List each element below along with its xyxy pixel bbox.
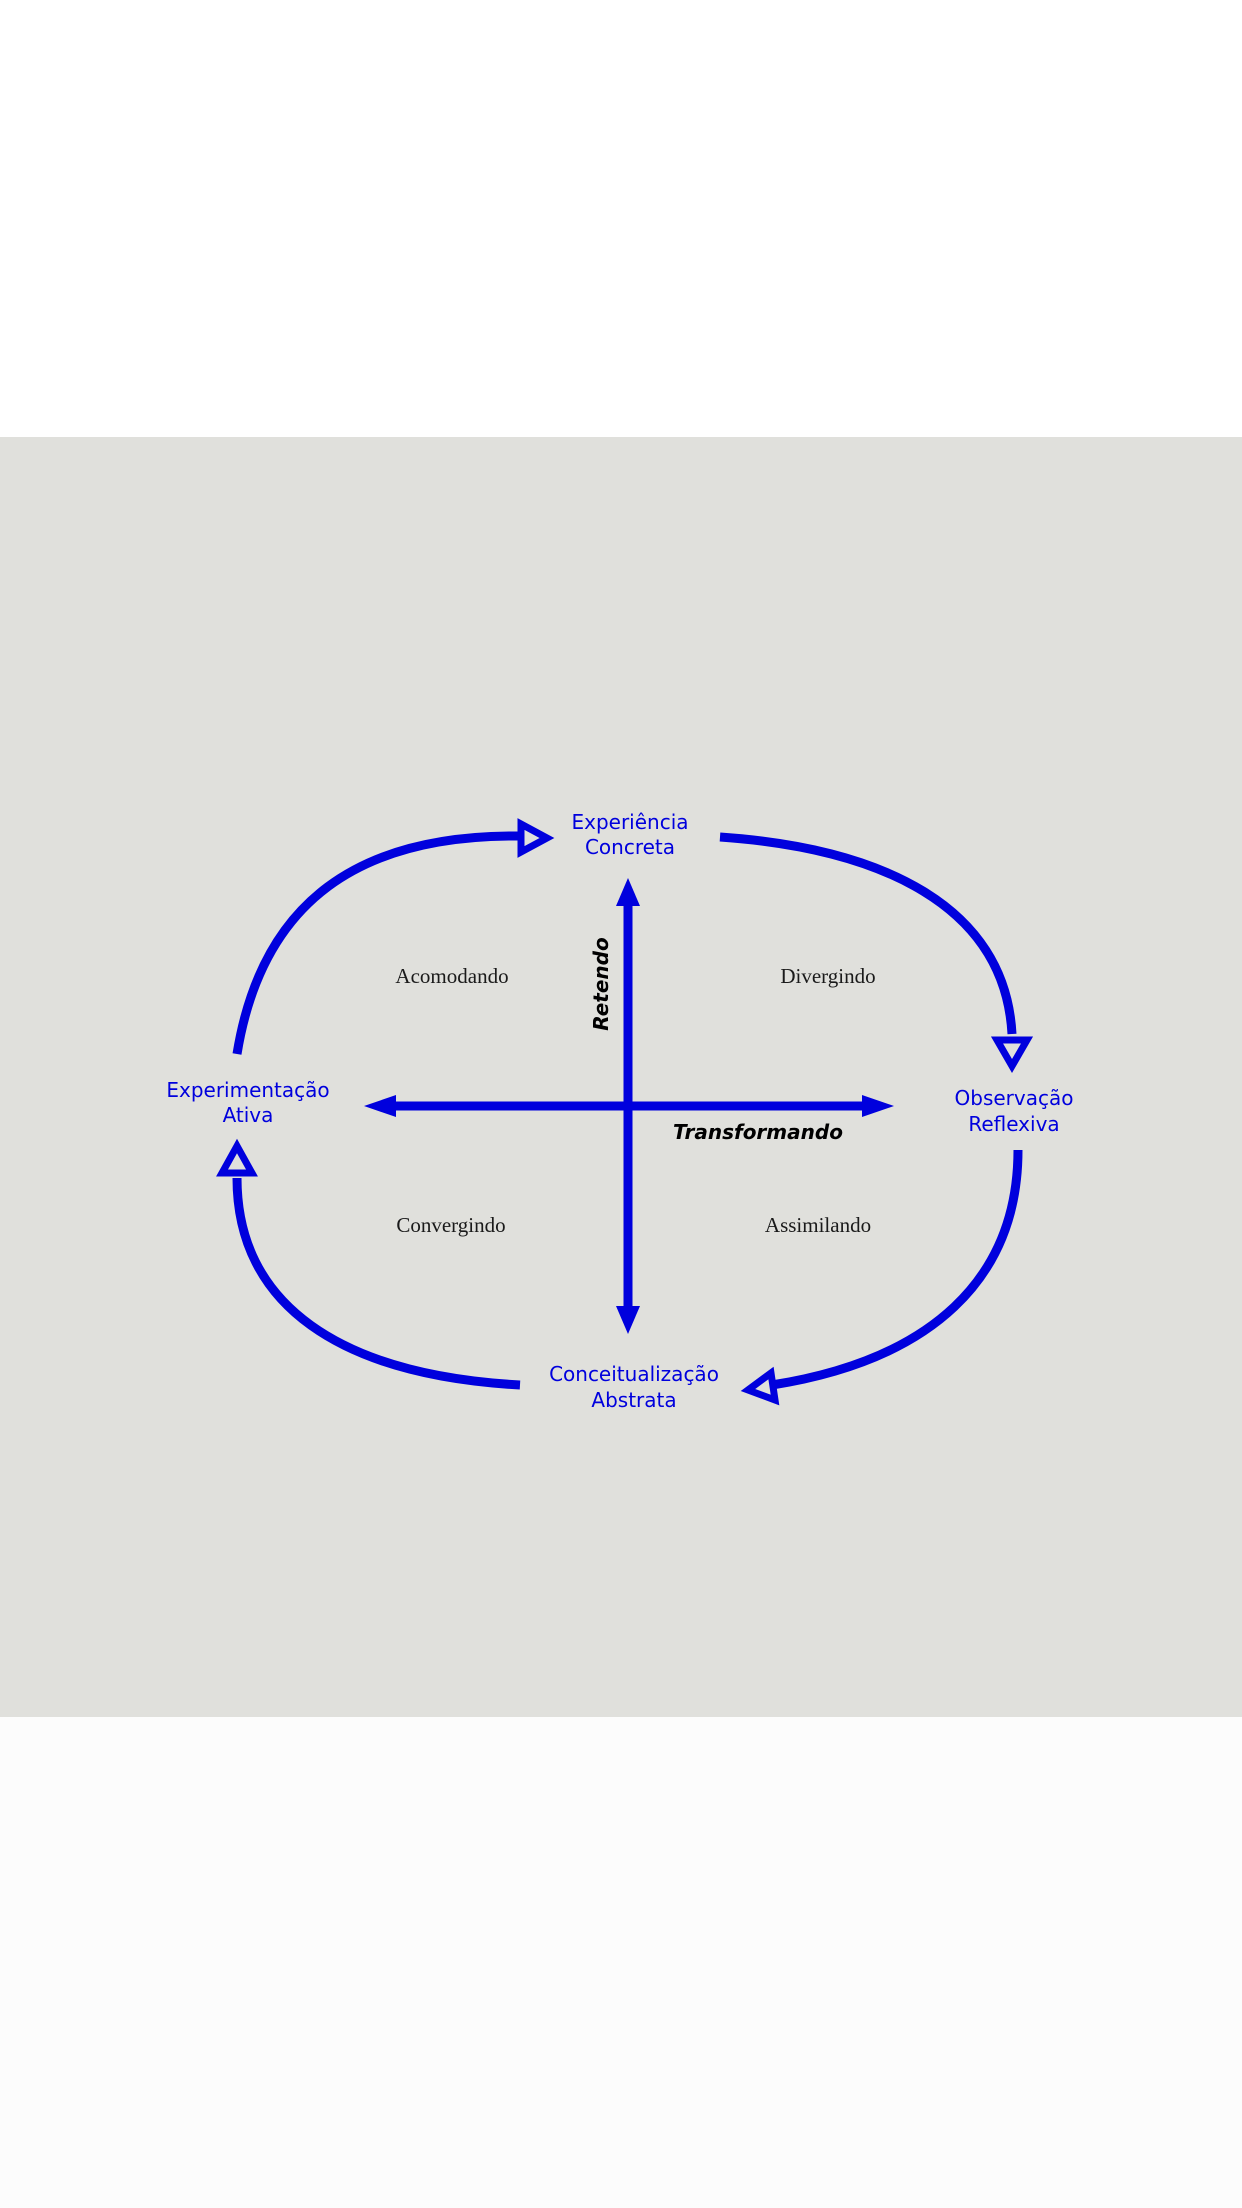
quadrant-top-left: Acomodando xyxy=(395,964,508,988)
pole-right-line1: Observação xyxy=(955,1086,1074,1110)
arrowhead-left-to-top xyxy=(517,818,555,858)
bottom-blank-band xyxy=(0,1717,1242,2208)
quadrant-bottom-right: Assimilando xyxy=(765,1213,871,1237)
quadrant-bottom-left: Convergindo xyxy=(396,1213,505,1237)
learning-cycle-diagram: Retendo Transformando Experiência Concre… xyxy=(166,810,1074,1412)
quadrant-top-right: Divergindo xyxy=(780,964,875,988)
arc-top-to-right xyxy=(719,832,1017,1035)
arc-right-to-bottom xyxy=(771,1149,1023,1390)
arrowhead-top-to-right xyxy=(990,1036,1034,1074)
pole-top-line2: Concreta xyxy=(585,835,675,859)
horizontal-axis-left-arrowhead xyxy=(364,1095,396,1117)
horizontal-axis-label: Transformando xyxy=(673,1120,843,1144)
arc-left-to-top xyxy=(232,831,519,1055)
diagram-panel: Retendo Transformando Experiência Concre… xyxy=(0,437,1242,1717)
pole-left-line1: Experimentação xyxy=(166,1078,329,1102)
arrowhead-bottom-to-left xyxy=(216,1138,258,1177)
pole-top-line1: Experiência xyxy=(571,810,688,834)
arrowhead-right-to-bottom xyxy=(740,1366,780,1406)
vertical-axis-label: Retendo xyxy=(589,937,613,1031)
pole-right-line2: Reflexiva xyxy=(968,1112,1059,1136)
pole-bottom-line1: Conceitualização xyxy=(549,1362,719,1386)
vertical-axis-bottom-arrowhead xyxy=(616,1306,640,1334)
top-blank-band xyxy=(0,0,1242,437)
pole-left-line2: Ativa xyxy=(223,1103,274,1127)
pole-bottom-line2: Abstrata xyxy=(591,1388,676,1412)
arc-bottom-to-left xyxy=(232,1177,521,1390)
horizontal-axis-right-arrowhead xyxy=(862,1095,894,1117)
vertical-axis-top-arrowhead xyxy=(616,878,640,906)
